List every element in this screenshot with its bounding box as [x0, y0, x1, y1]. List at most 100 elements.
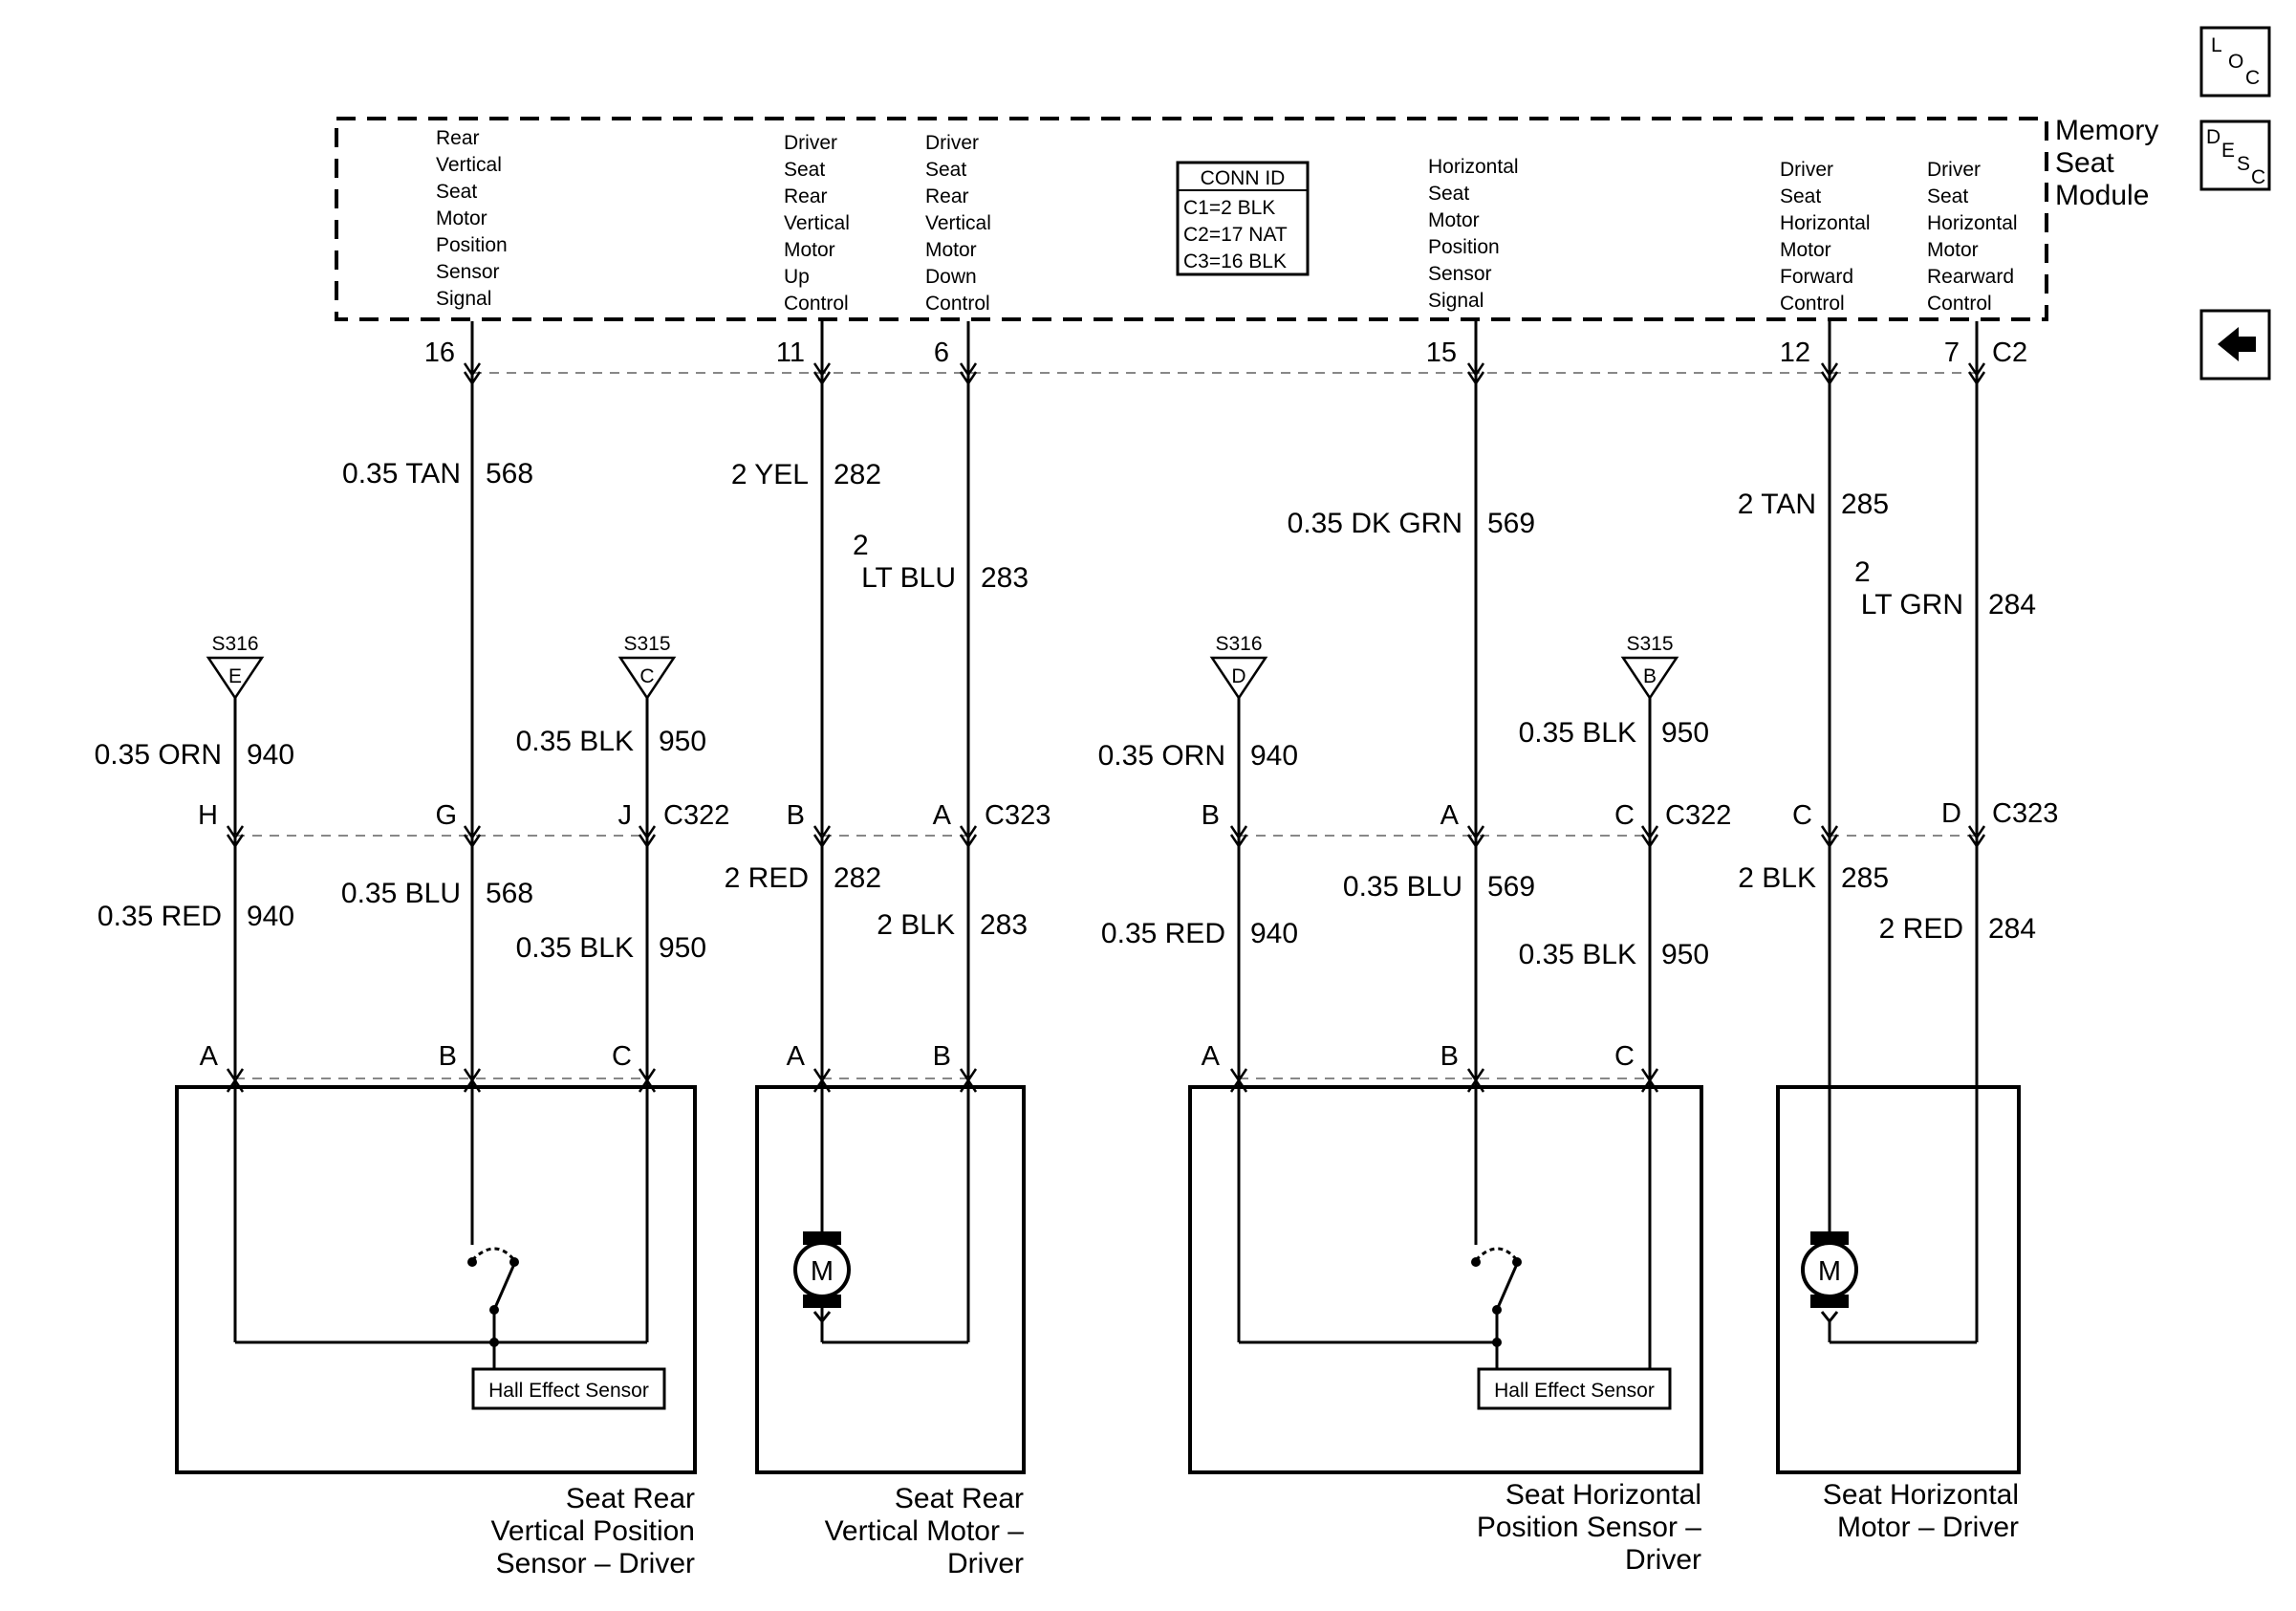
component-name-rear-vertical-sensor: Seat Rear Vertical Position Sensor – Dri…	[491, 1483, 695, 1579]
module-pin-12: 12	[1780, 337, 1810, 368]
svg-text:Hall Effect Sensor: Hall Effect Sensor	[488, 1380, 649, 1402]
sensor-contact-dot	[1512, 1257, 1522, 1267]
pin-label-16: Rear Vertical Seat Motor Position Sensor…	[436, 127, 508, 310]
svg-text:C323: C323	[985, 800, 1051, 831]
module-name-line2: Seat	[2055, 147, 2114, 179]
splice-s315-b: S315 B	[1620, 633, 1679, 701]
svg-text:Motor: Motor	[436, 207, 487, 229]
desc-button[interactable]: D E S C	[2199, 120, 2271, 191]
wire-color-950-lower-right: 0.35 BLK	[1519, 939, 1636, 970]
wire-circuit-285-upper: 285	[1841, 489, 1889, 520]
svg-text:G: G	[435, 800, 457, 831]
motor-icon: M	[1801, 1231, 1858, 1308]
svg-text:C: C	[639, 665, 654, 687]
svg-text:Position Sensor –: Position Sensor –	[1477, 1512, 1701, 1543]
svg-text:C3=16 BLK: C3=16 BLK	[1183, 250, 1287, 272]
splice-s316-e: S316 E	[206, 633, 265, 701]
wire-circuit-284-lower: 284	[1988, 913, 2036, 945]
sensor-contact-dot	[509, 1257, 519, 1267]
svg-text:Driver: Driver	[1625, 1544, 1701, 1576]
svg-text:Control: Control	[784, 293, 849, 315]
svg-text:S315: S315	[623, 633, 670, 655]
sensor-contact-dot	[489, 1305, 499, 1315]
hall-effect-sensor-right: Hall Effect Sensor	[1477, 1367, 1672, 1410]
svg-text:Sensor: Sensor	[1428, 263, 1492, 285]
wire-gauge-283: 2	[853, 530, 869, 561]
left-arrow-icon	[2218, 327, 2256, 361]
wire-color-285-upper: 2 TAN	[1738, 489, 1816, 520]
motor-circuit-right	[1820, 1087, 1979, 1344]
svg-text:Seat Horizontal: Seat Horizontal	[1823, 1479, 2019, 1511]
svg-text:Position: Position	[436, 234, 508, 256]
splice-s316-d: S316 D	[1209, 633, 1268, 701]
wire-color-950-lower-left: 0.35 BLK	[516, 932, 634, 964]
inline-connector-c323-left: B A C323	[787, 800, 1051, 849]
wire-color-282-upper: 2 YEL	[731, 459, 809, 490]
sensor-contact-dot	[1471, 1257, 1481, 1267]
inline-connector-c323-right: C D C323	[1792, 798, 2058, 849]
svg-text:B: B	[787, 800, 805, 831]
module-name-line3: Module	[2055, 180, 2149, 211]
svg-text:Signal: Signal	[436, 288, 491, 310]
inline-connector-c322-right: B A C C322	[1202, 800, 1731, 849]
svg-text:Seat: Seat	[1927, 185, 1968, 207]
svg-text:D: D	[1231, 665, 1245, 687]
svg-text:M: M	[1818, 1256, 1841, 1287]
svg-text:C: C	[612, 1041, 632, 1072]
wire-circuit-282-lower: 282	[834, 862, 881, 894]
wire-circuit-282-upper: 282	[834, 459, 881, 490]
motor-circuit-left	[812, 1087, 970, 1344]
module-name-line1: Memory	[2055, 115, 2158, 146]
wire-gauge-284: 2	[1854, 556, 1871, 588]
svg-text:Seat: Seat	[436, 181, 477, 203]
wire-circuit-940-splice-e: 940	[247, 739, 294, 771]
svg-text:M: M	[811, 1256, 834, 1287]
svg-text:Control: Control	[1927, 293, 1992, 315]
module-pin-6: 6	[934, 337, 949, 368]
wire-circuit-950-lower-right: 950	[1661, 939, 1709, 970]
wire-circuit-285-lower: 285	[1841, 862, 1889, 894]
svg-text:D: D	[2206, 126, 2220, 148]
svg-text:Horizontal: Horizontal	[1780, 212, 1871, 234]
svg-text:Driver: Driver	[784, 132, 837, 154]
pin-label-7: Driver Seat Horizontal Motor Rearward Co…	[1927, 159, 2018, 315]
svg-text:B: B	[1440, 1041, 1459, 1072]
loc-button[interactable]: L O C	[2199, 26, 2271, 98]
wire-color-283-lower: 2 BLK	[877, 909, 955, 941]
svg-text:C1=2 BLK: C1=2 BLK	[1183, 197, 1275, 219]
back-button[interactable]	[2199, 309, 2271, 381]
svg-text:Control: Control	[925, 293, 990, 315]
svg-text:Driver: Driver	[1780, 159, 1833, 181]
wire-color-568-lower: 0.35 BLU	[341, 878, 461, 909]
svg-text:Seat Rear: Seat Rear	[895, 1483, 1024, 1514]
splice-s315-c: S315 C	[617, 633, 677, 701]
svg-text:Motor – Driver: Motor – Driver	[1837, 1512, 2019, 1543]
svg-text:A: A	[1202, 1041, 1221, 1072]
module-pin-7: 7	[1944, 337, 1960, 368]
wire-circuit-940-lower-left: 940	[247, 901, 294, 932]
svg-text:A: A	[200, 1041, 219, 1072]
svg-text:Driver: Driver	[947, 1548, 1024, 1579]
wire-color-284: LT GRN	[1861, 589, 1963, 620]
svg-text:Seat Rear: Seat Rear	[566, 1483, 695, 1514]
svg-text:Horizontal: Horizontal	[1927, 212, 2018, 234]
component-connector-horizontal-sensor: A B C	[1202, 1041, 1659, 1093]
wire-color-950-splice-c: 0.35 BLK	[516, 726, 634, 757]
svg-text:Driver: Driver	[1927, 159, 1981, 181]
svg-text:C: C	[2251, 166, 2265, 188]
wire-circuit-940-lower-right: 940	[1250, 918, 1298, 949]
svg-text:B: B	[1202, 800, 1220, 831]
svg-text:Seat Horizontal: Seat Horizontal	[1505, 1479, 1701, 1511]
svg-text:Rear: Rear	[436, 127, 480, 149]
svg-text:Vertical Position: Vertical Position	[491, 1515, 695, 1547]
wire-lines	[233, 321, 1979, 1085]
svg-text:Rear: Rear	[925, 185, 969, 207]
wire-color-285-lower: 2 BLK	[1738, 862, 1816, 894]
svg-text:Motor: Motor	[1428, 209, 1480, 231]
wire-color-569-lower: 0.35 BLU	[1343, 871, 1462, 903]
sensor-contact-dot	[1492, 1305, 1502, 1315]
component-box-rear-vertical-sensor	[175, 1085, 697, 1474]
svg-text:C322: C322	[1665, 800, 1731, 831]
svg-text:Motor: Motor	[925, 239, 977, 261]
